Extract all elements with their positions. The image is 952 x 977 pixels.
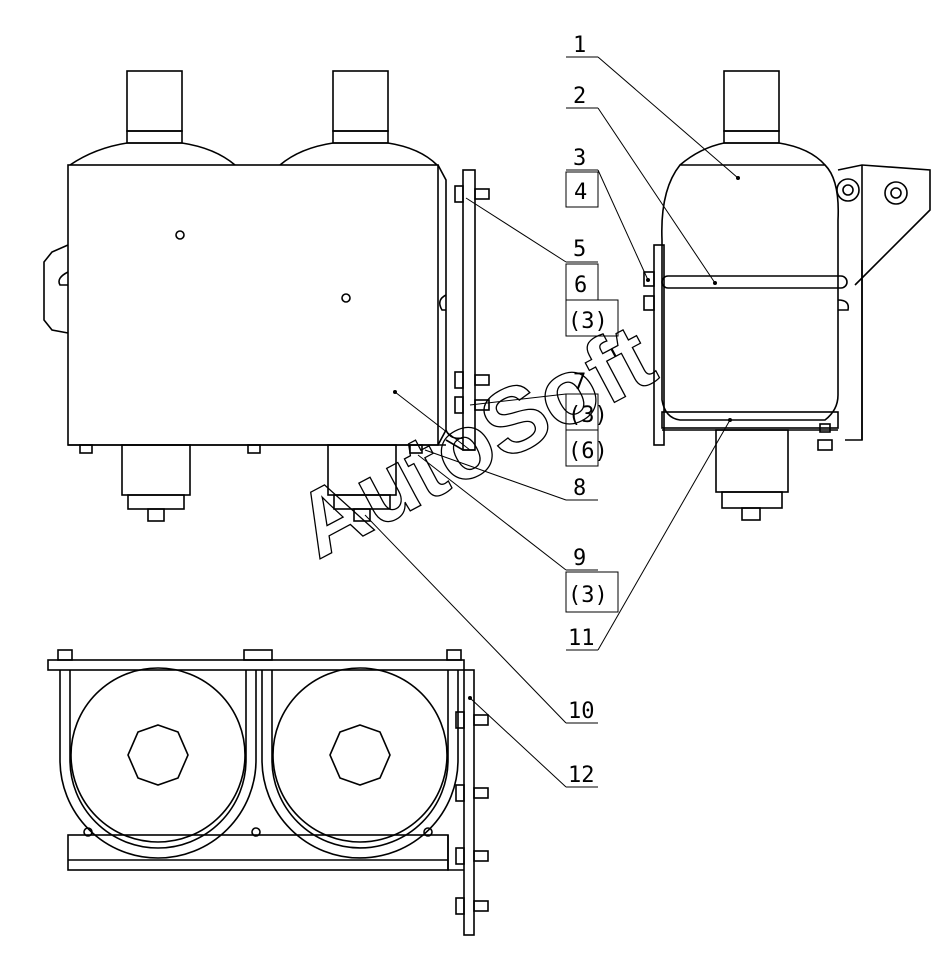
callout-7: 7 (573, 370, 586, 395)
callout-labels: 1 2 3 4 5 6 (3) 7 (3) (6) 8 9 (3) 11 10 … (568, 33, 608, 788)
side-view (643, 70, 931, 521)
callout-6-qty: (3) (568, 309, 608, 334)
front-left-cylinder-bottom (121, 444, 191, 522)
callout-7-qty-2: (6) (568, 439, 608, 464)
callout-11: 11 (568, 626, 595, 651)
side-tank (661, 164, 840, 421)
front-housing (67, 164, 439, 446)
callout-12: 12 (568, 763, 595, 788)
callout-8: 8 (573, 476, 586, 501)
front-left-cylinder-top (69, 70, 236, 166)
callout-10: 10 (568, 699, 595, 724)
top-view (47, 649, 489, 936)
leader-lines (364, 56, 740, 788)
callout-6: 6 (574, 273, 587, 298)
callout-4: 4 (574, 180, 587, 205)
callout-9-qty: (3) (568, 583, 608, 608)
callout-3: 3 (573, 146, 586, 171)
top-tank-right (272, 667, 448, 843)
callout-9: 9 (573, 546, 586, 571)
front-right-cylinder-top (279, 70, 438, 166)
callout-2: 2 (573, 84, 586, 109)
callout-7-qty: (3) (568, 403, 608, 428)
callout-1: 1 (573, 33, 586, 58)
side-band (661, 275, 848, 289)
front-view (43, 70, 490, 522)
front-right-cylinder-bottom (327, 444, 397, 522)
front-plate-bolts (454, 185, 490, 414)
side-base-plate (661, 411, 839, 429)
top-tank-left (70, 667, 246, 843)
callout-5: 5 (573, 237, 586, 262)
